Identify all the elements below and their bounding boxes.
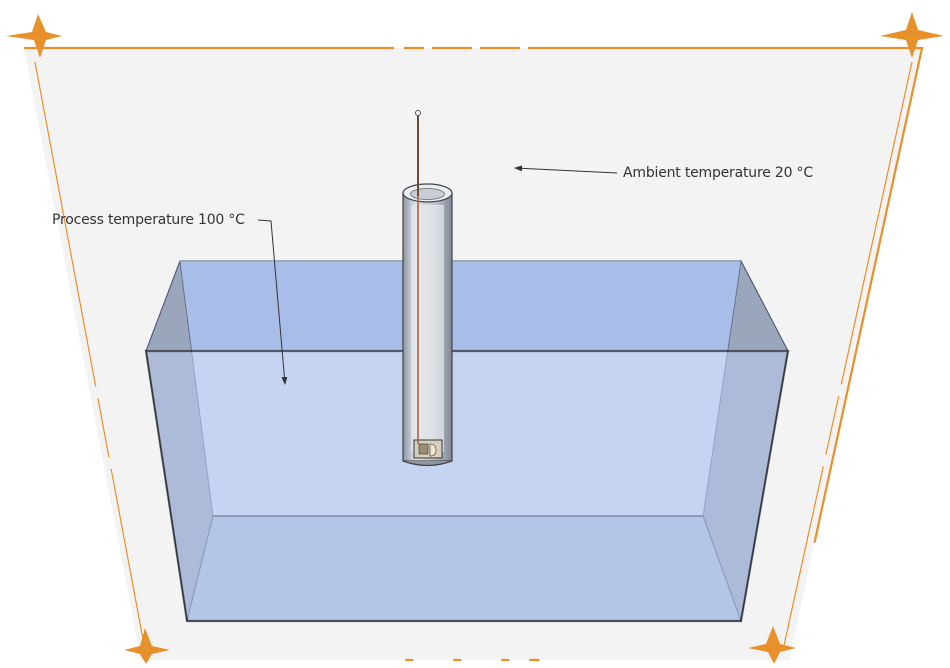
sun-icon: [6, 14, 62, 58]
ambient-temperature-label: Ambient temperature 20 °C: [623, 165, 813, 181]
process-temperature-label: Process temperature 100 °C: [52, 212, 245, 228]
ambient-boundary-outline: [22, 46, 924, 662]
thermowell: [402, 183, 453, 467]
temperature-sensor-probe: [415, 110, 421, 444]
process-leader-line: [257, 219, 288, 385]
frame-right-inner: [782, 61, 913, 651]
sun-icon: [748, 626, 796, 664]
sun-icon: [124, 628, 170, 664]
sun-icon: [880, 12, 944, 58]
tank-front-face: [144, 349, 790, 623]
frame-left-inner: [34, 61, 146, 651]
ambient-leader-line: [514, 165, 618, 174]
